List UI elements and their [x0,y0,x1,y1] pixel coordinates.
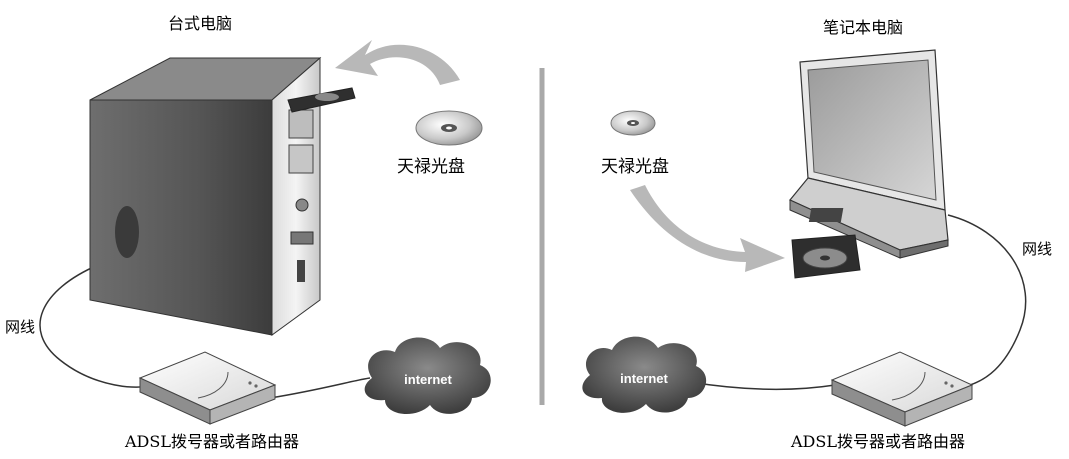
desktop-label: 台式电脑 [168,14,233,33]
router-icon-right [830,351,974,427]
insert-arrow-right [630,185,785,272]
cable-label-right: 网线 [1022,240,1053,258]
router-icon-left [138,351,277,425]
disc-label-left: 天禄光盘 [397,157,465,177]
cable-label-left: 网线 [5,318,36,336]
insert-arrow-left [335,40,460,85]
disc-label-right: 天禄光盘 [601,157,669,177]
router-label-left: ADSL拨号器或者路由器 [125,432,299,451]
internet-cloud-left: internet [364,337,491,415]
internet-cloud-right: internet [582,336,707,413]
disc-icon-right [610,110,656,136]
laptop-computer-icon [789,49,949,279]
router-label-right: ADSL拨号器或者路由器 [791,432,965,451]
network-cable-right [689,214,1027,391]
internet-label-left: internet [404,372,452,387]
network-cable-left [39,264,371,399]
disc-icon-left [415,110,483,146]
internet-label-right: internet [620,371,668,386]
laptop-label: 笔记本电脑 [823,18,904,37]
desktop-computer-icon [89,56,356,336]
